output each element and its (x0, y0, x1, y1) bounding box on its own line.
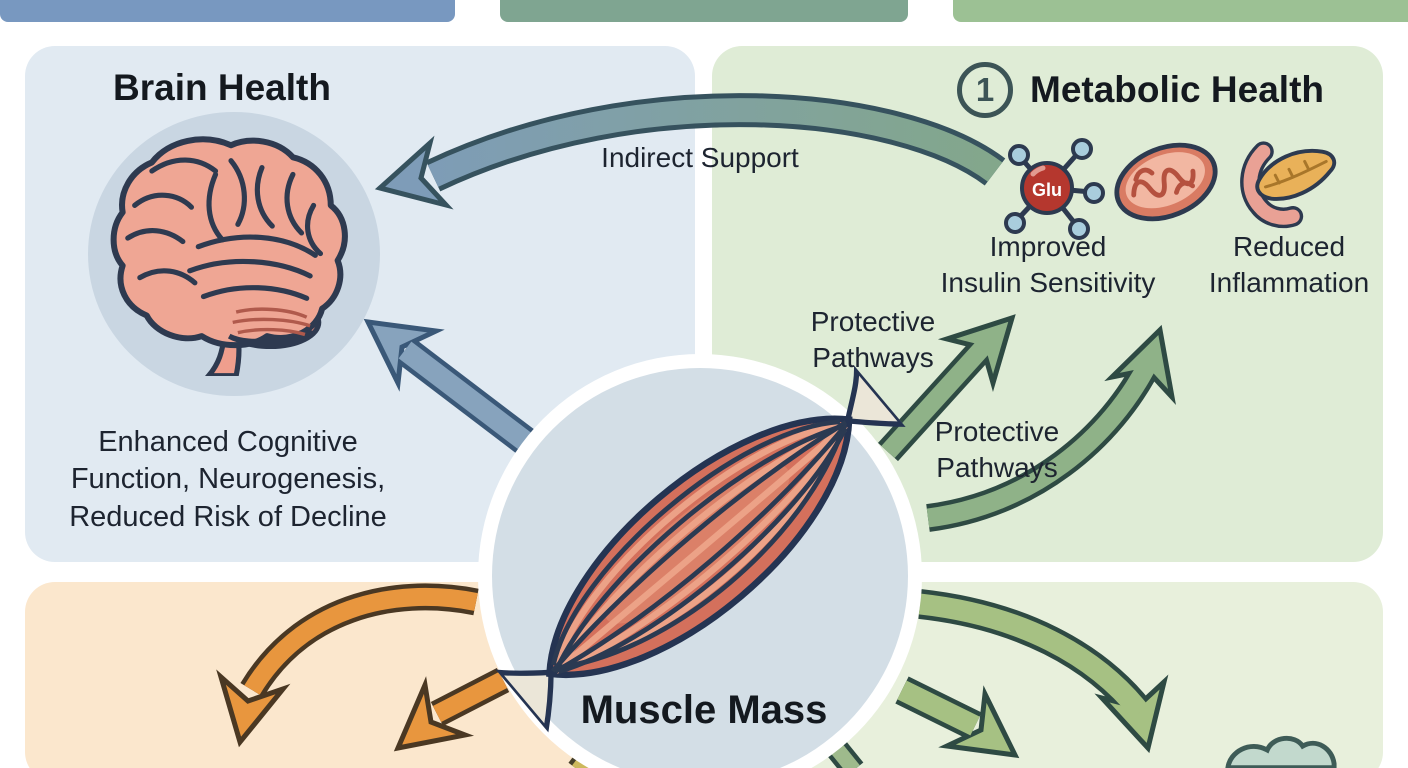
green-arrow-straight-bottom (895, 676, 1020, 759)
top-bar-teal (500, 0, 908, 22)
step-1-badge: 1 (957, 62, 1013, 118)
muscle-icon (444, 306, 955, 768)
muscle-mass-label: Muscle Mass (580, 688, 828, 732)
metabolic-health-title: Metabolic Health (1030, 69, 1324, 110)
protective-pathways-label-lower: Protective Pathways (934, 416, 1060, 484)
brain-icon (110, 136, 348, 376)
top-bar-blue (0, 0, 455, 22)
glucose-label: Glu (1032, 180, 1062, 200)
metabolic-health-header: 1 Metabolic Health (957, 62, 1324, 118)
green-arrow-curved-bottom (918, 589, 1169, 754)
pancreas-icon (1240, 141, 1337, 229)
improved-insulin-label: Improved Insulin Sensitivity (940, 231, 1156, 299)
glucose-molecule-icon: Glu (1004, 138, 1105, 240)
brain-benefits-caption: Enhanced Cognitive Function, Neurogenesi… (69, 426, 387, 533)
indirect-support-label: Indirect Support (601, 142, 799, 173)
reduced-inflammation-label: Reduced Inflammation (1208, 231, 1370, 299)
blue-support-arrow (363, 318, 540, 457)
protective-pathways-label-upper: Protective Pathways (810, 306, 936, 374)
orange-arrow-straight (393, 667, 510, 752)
brain-health-title: Brain Health (113, 67, 331, 108)
organ-lobes-icon (1225, 735, 1337, 768)
top-bar-green (953, 0, 1408, 22)
protective-pathway-arrow-straight (877, 314, 1016, 462)
orange-arrow-curved (216, 583, 479, 748)
indirect-support-arrow (374, 93, 1006, 210)
protective-pathway-arrow-curved (926, 324, 1176, 532)
mitochondria-icon (1114, 142, 1218, 222)
